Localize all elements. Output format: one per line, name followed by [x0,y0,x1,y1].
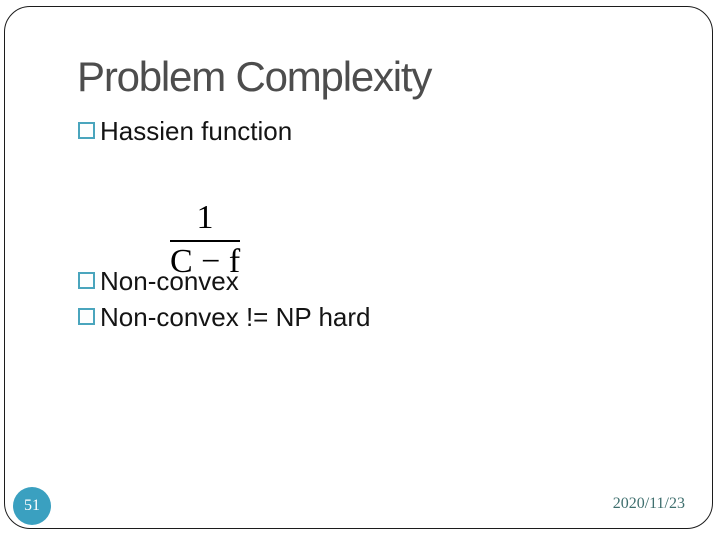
fraction-formula: 1 C − f [170,200,240,280]
bullet-item-hassien: Hassien function [78,118,292,144]
bullet-item-nonconvex-np: Non-convex != NP hard [78,304,371,330]
fraction-denominator: C − f [170,243,241,280]
bullet-square-icon [78,308,95,325]
bullet-square-icon [78,122,95,139]
bullet-label: Non-convex [100,266,239,296]
fraction-numerator: 1 [170,200,240,242]
slide-number: 51 [24,497,40,514]
bullet-label: Hassien function [100,116,293,146]
bullet-item-nonconvex: Non-convex [78,268,239,294]
slide-date: 2020/11/23 [612,495,685,512]
slide-title: Problem Complexity [77,53,432,100]
bullet-label: Non-convex != NP hard [100,302,371,332]
slide-number-badge: 51 [13,487,51,525]
bullet-square-icon [78,272,95,289]
slide-border-frame [4,6,713,529]
